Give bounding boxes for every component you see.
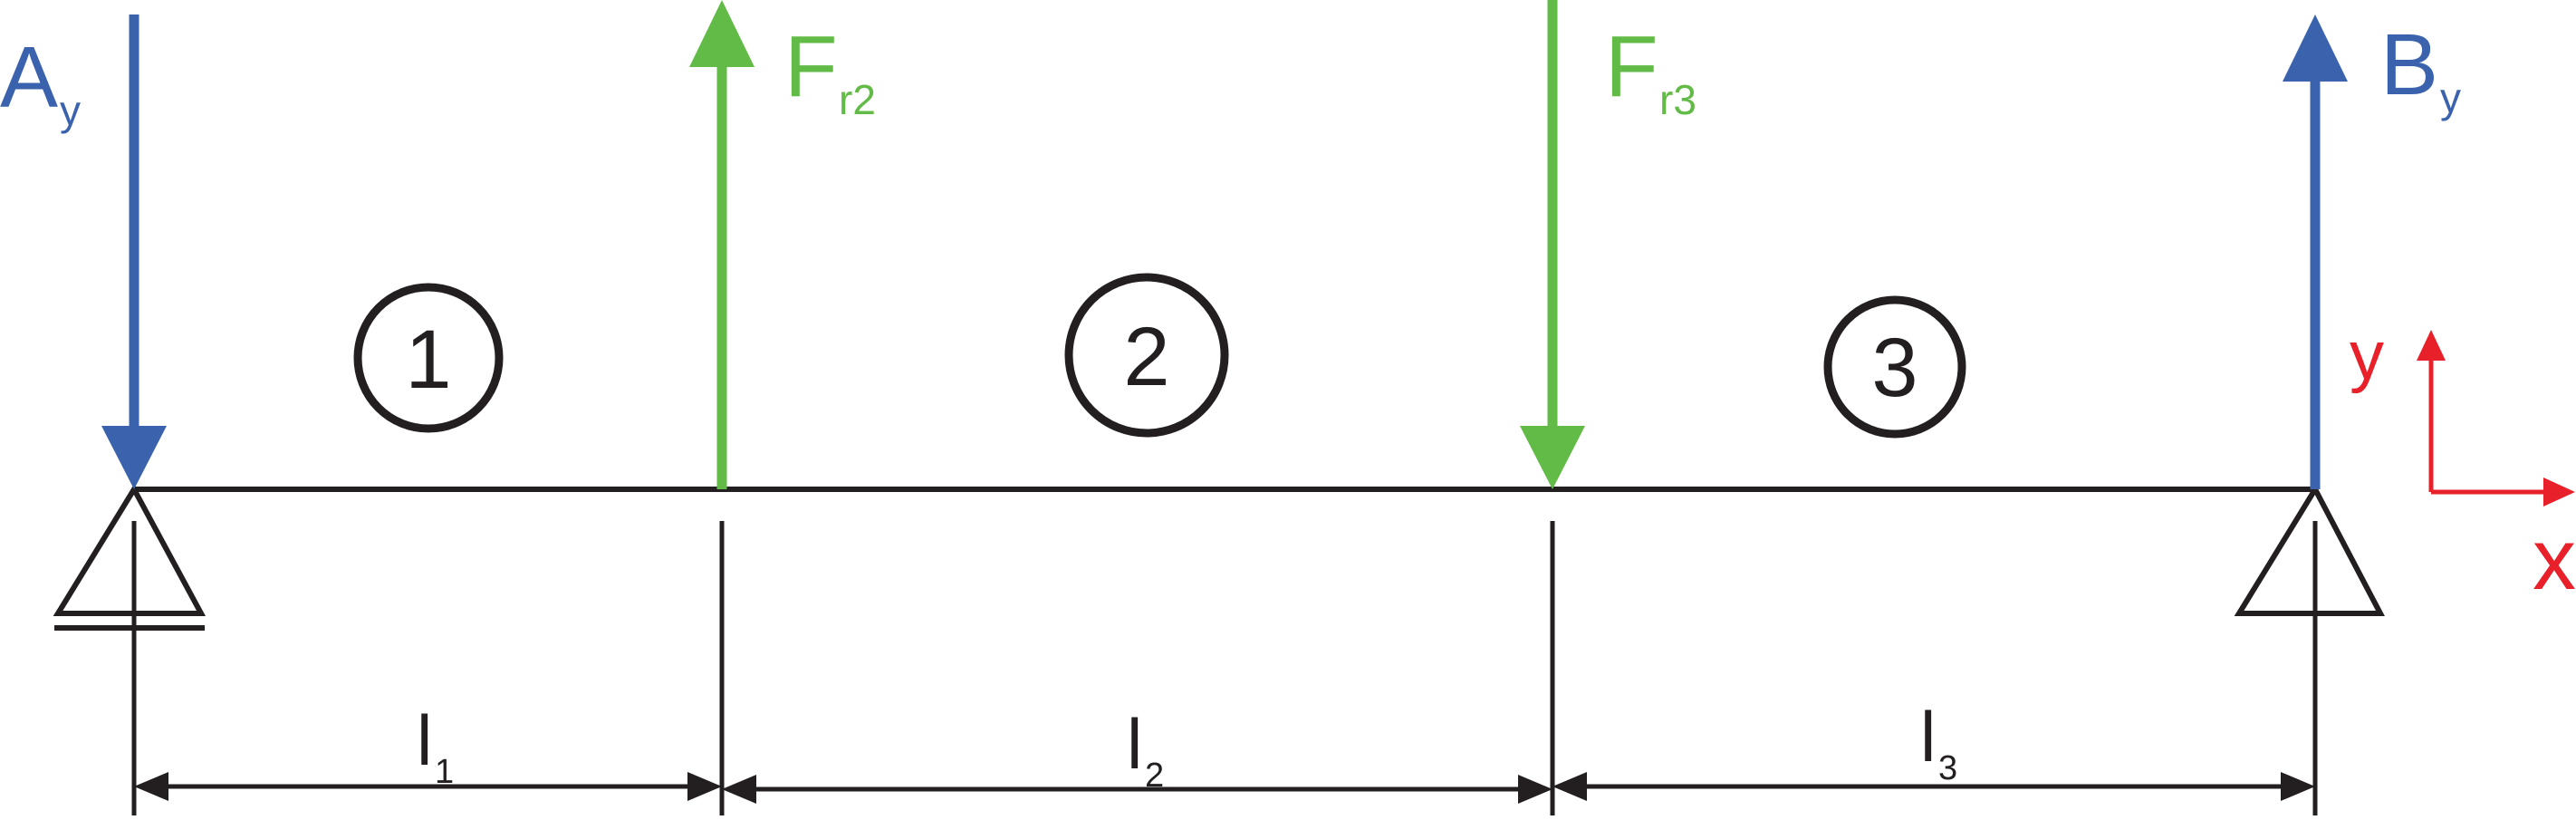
reaction-by-arrow xyxy=(2283,14,2348,489)
coordinate-axes xyxy=(2417,330,2575,506)
label-by-sub: y xyxy=(2440,74,2461,121)
label-fr3-sub: r3 xyxy=(1659,76,1697,123)
dim-l3-main: l xyxy=(1920,697,1936,777)
segment-2-number: 2 xyxy=(1123,311,1169,403)
segment-1-circle xyxy=(353,283,504,433)
support-b xyxy=(2234,483,2385,616)
force-fr3-arrow xyxy=(1520,0,1585,489)
axis-x-label: x xyxy=(2533,511,2576,608)
dim-l2-sub: 2 xyxy=(1145,757,1164,795)
label-fr2-main: F xyxy=(784,18,838,115)
label-ay-main: A xyxy=(0,29,58,126)
axis-y-label: y xyxy=(2350,317,2384,394)
dimension-l3 xyxy=(1552,772,2315,801)
segment-1-number: 1 xyxy=(405,314,451,406)
label-by-main: B xyxy=(2380,16,2438,113)
dimension-l2 xyxy=(722,775,1552,804)
force-fr2-arrow xyxy=(689,0,755,489)
segment-3-number: 3 xyxy=(1871,322,1918,414)
segment-2-circle xyxy=(1064,273,1229,438)
label-ay-sub: y xyxy=(60,87,81,134)
dim-l3-sub: 3 xyxy=(1938,749,1957,787)
reaction-ay-arrow xyxy=(101,14,167,489)
dim-l2-main: l xyxy=(1127,704,1142,784)
dim-l1-main: l xyxy=(417,700,432,780)
segment-3-circle xyxy=(1823,295,1966,439)
label-fr2-sub: r2 xyxy=(839,76,876,123)
dimension-l1 xyxy=(134,772,722,801)
support-a xyxy=(53,483,207,631)
label-fr3-main: F xyxy=(1605,18,1658,115)
dim-l1-sub: 1 xyxy=(435,753,454,791)
